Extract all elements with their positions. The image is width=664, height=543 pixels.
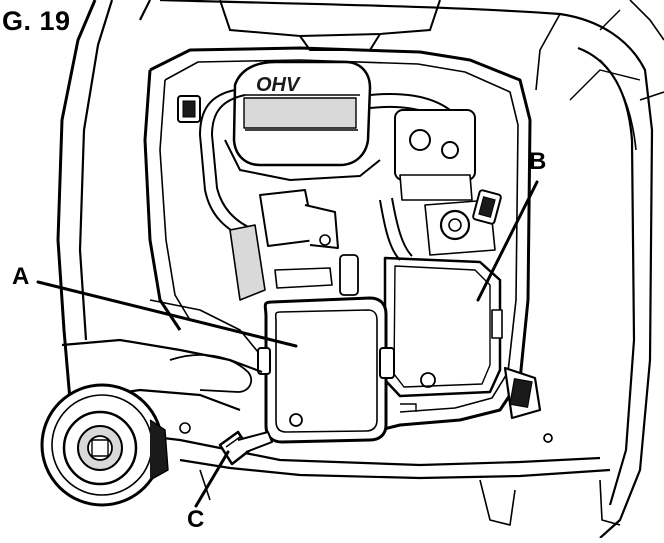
callout-label-b: B	[529, 148, 547, 175]
output-socket	[503, 366, 553, 443]
oil-access-door	[257, 296, 395, 444]
service-panel-frame	[143, 46, 532, 432]
leader-c	[194, 450, 230, 508]
callout-leaders	[36, 180, 539, 508]
figure-title: G. 19	[2, 6, 71, 36]
callout-label-a: A	[12, 263, 30, 290]
carburetor-assembly	[394, 109, 496, 256]
battery-compartment	[383, 256, 503, 412]
leader-a	[36, 280, 298, 348]
engine-cover: OHV	[224, 60, 381, 181]
ignition-coil	[229, 189, 359, 301]
callout-label-c: C	[187, 506, 205, 533]
connector-right	[472, 189, 502, 225]
leader-b	[476, 180, 539, 302]
engine-cover-logo: OHV	[256, 74, 301, 96]
transport-wheel	[40, 383, 169, 507]
connector-left	[177, 95, 201, 123]
oil-drain-plug	[218, 430, 273, 466]
